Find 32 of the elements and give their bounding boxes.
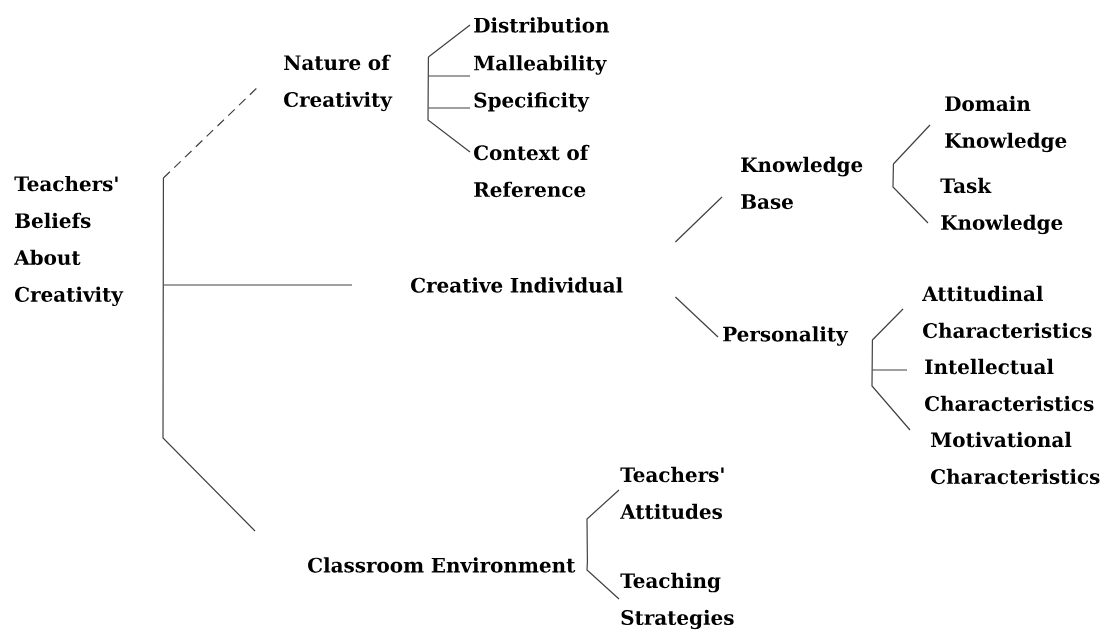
concept-label: Distribution	[474, 17, 610, 33]
branch-line	[427, 56, 471, 153]
concept-label: Knowledge Base	[741, 156, 863, 210]
concept-label: Intellectual Characteristics	[925, 358, 1094, 412]
branch-line	[871, 339, 911, 431]
concept-label: Domain Knowledge	[945, 95, 1067, 153]
branch-line	[674, 296, 719, 338]
concept-label: Context of Reference	[474, 144, 590, 198]
branch-line	[586, 489, 620, 563]
concept-label: Personality	[723, 326, 849, 346]
concept-label: Malleability	[474, 55, 607, 75]
concept-label: Nature of Creativity	[284, 54, 393, 112]
branch-line	[892, 124, 931, 165]
branch-line	[871, 308, 904, 341]
branch-line	[427, 24, 471, 58]
branch-line	[892, 163, 929, 224]
concept-label: Task Knowledge	[940, 177, 1063, 235]
concept-label: Teaching Strategies	[620, 572, 734, 630]
concept-label: Teachers' Beliefs About Creativity	[14, 175, 124, 307]
concept-label: Motivational Characteristics	[931, 431, 1100, 485]
concept-label: Attitudinal Characteristics	[922, 285, 1092, 339]
branch-line	[162, 284, 353, 286]
branch-line	[162, 177, 256, 532]
branch-line	[427, 107, 471, 109]
concept-label: Specificity	[474, 92, 590, 112]
branch-line	[427, 75, 471, 77]
concept-label: Creative Individual	[411, 277, 623, 293]
concept-label: Classroom Environment	[308, 557, 576, 573]
branch-line	[674, 196, 723, 243]
branch-line	[586, 561, 620, 600]
branch-line	[871, 369, 908, 371]
concept-label: Teachers' Attitudes	[620, 466, 724, 520]
